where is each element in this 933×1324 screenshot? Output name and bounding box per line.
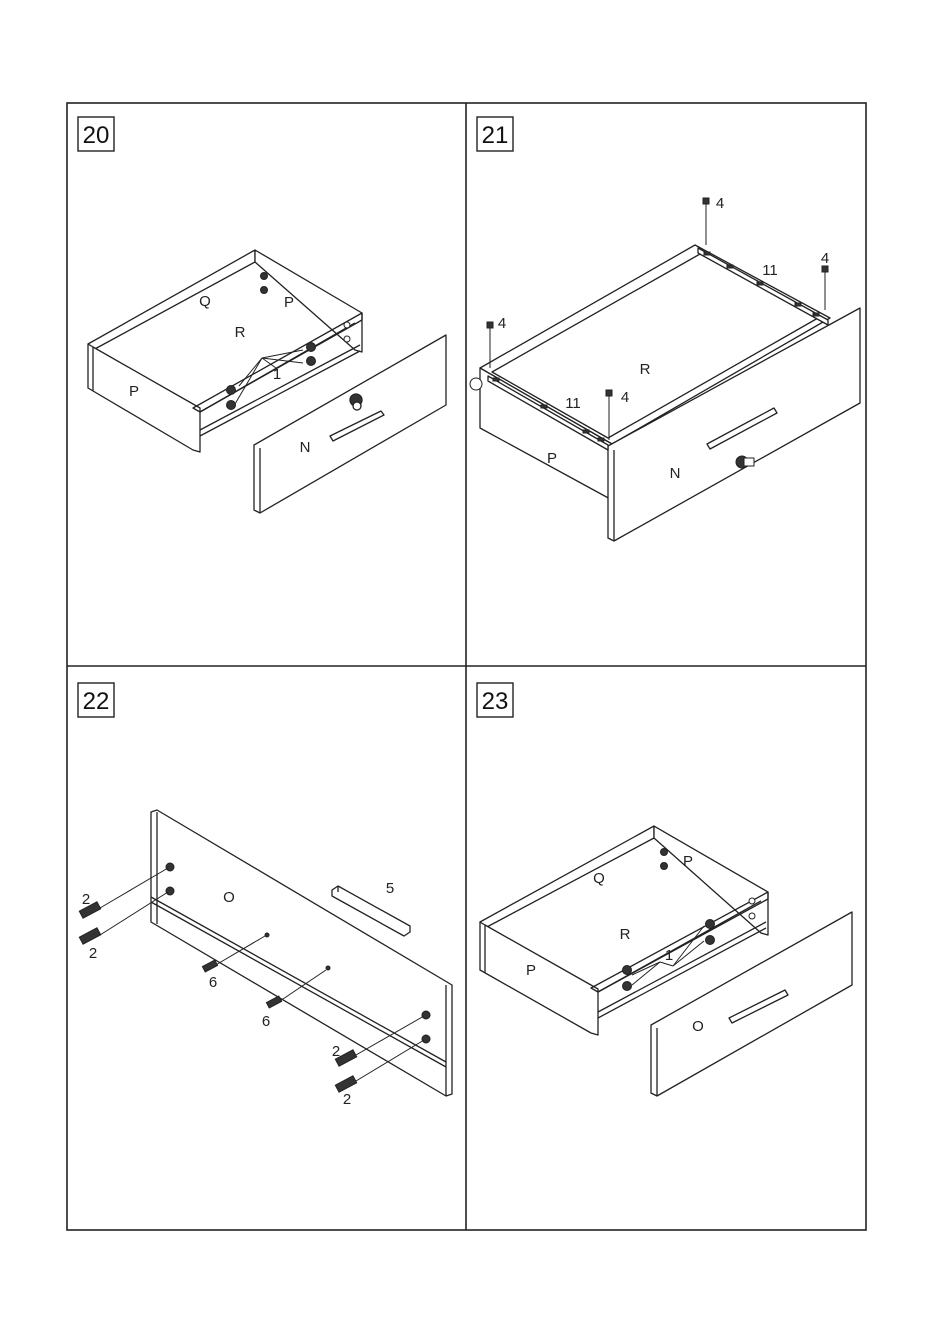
label-n: N [300, 439, 311, 456]
step-22-panel: 22 [78, 683, 452, 1108]
step-20-number: 20 [83, 122, 110, 149]
label-screw-tl: 4 [716, 195, 724, 212]
front-panel-o [151, 810, 452, 1096]
label-o: O [223, 889, 235, 906]
label-p-side: P [526, 962, 536, 979]
screw-icon [703, 198, 709, 204]
label-screw-tr: 4 [821, 250, 829, 267]
label-dowel: 1 [665, 947, 673, 964]
label-p-back: P [284, 294, 294, 311]
back-panel-q [88, 250, 255, 350]
label-r: R [620, 926, 631, 943]
step-23-panel: 23 [477, 683, 852, 1096]
step-21-number: 21 [482, 122, 509, 149]
wheel-icon [470, 378, 482, 390]
dowel-icon [307, 343, 316, 352]
label-p-back: P [683, 853, 693, 870]
label-rail-back: 11 [762, 262, 778, 279]
front-panel-n [254, 335, 446, 513]
label-screw-b: 6 [262, 1013, 270, 1030]
label-r: R [235, 324, 246, 341]
label-cam-b2: 2 [343, 1091, 351, 1108]
step-21-panel: 21 [470, 117, 860, 541]
label-cam-a1: 2 [82, 891, 90, 908]
label-screw-front: 4 [621, 389, 629, 406]
step-22-number: 22 [83, 688, 110, 715]
step-20-panel: 20 [78, 117, 446, 513]
left-side-panel-p [480, 922, 598, 1035]
screw-icon [202, 960, 217, 972]
label-handle: 5 [386, 880, 394, 897]
step-23-number: 23 [482, 688, 509, 715]
label-screw-l: 4 [498, 315, 506, 332]
label-cam-a2: 2 [89, 945, 97, 962]
front-panel-illustration-22 [151, 810, 452, 1096]
left-side-panel-p [88, 344, 200, 452]
label-p-side: P [129, 383, 139, 400]
label-q: Q [199, 293, 211, 310]
drawer-illustration-21 [480, 245, 860, 541]
dowel-icon [706, 920, 715, 929]
label-screw-a: 6 [209, 974, 217, 991]
cam-hole-icon [166, 863, 174, 871]
label-r: R [640, 361, 651, 378]
label-dowel: 1 [273, 366, 281, 383]
label-p: P [547, 450, 557, 467]
label-cam-b1: 2 [332, 1043, 340, 1060]
back-panel-q [480, 826, 654, 928]
label-n: N [670, 465, 681, 482]
label-o: O [692, 1018, 704, 1035]
label-q: Q [593, 870, 605, 887]
label-rail-front: 11 [565, 395, 581, 412]
